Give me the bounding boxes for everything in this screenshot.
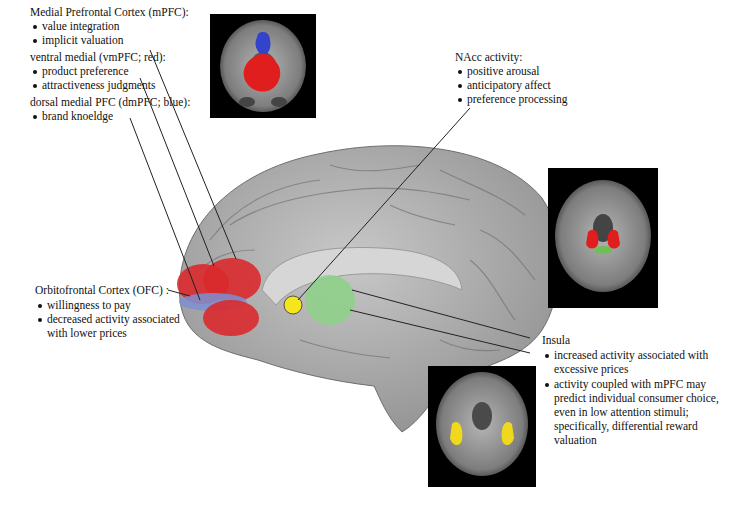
- region-heading: dorsal medial PFC (dmPFC; blue):: [30, 95, 210, 109]
- region-heading: ventral medial (vmPFC; red):: [30, 50, 210, 64]
- coronal-inset-right: [548, 168, 658, 308]
- bullet-dot: [545, 354, 549, 358]
- gyri: [200, 165, 535, 358]
- region-heading: Orbitofrontal Cortex (OFC) :: [35, 283, 195, 297]
- bullet-text: product preference: [42, 64, 202, 78]
- bullet-text: implicit valuation: [42, 33, 192, 47]
- bullet-dot: [33, 39, 37, 43]
- bullet-text: anticipatory affect: [467, 78, 617, 92]
- bullet-text: value integration: [42, 19, 192, 33]
- bullet-dot: [458, 98, 462, 102]
- ofc-region: [203, 300, 259, 336]
- region-heading: Medial Prefrontal Cortex (mPFC):: [30, 5, 210, 19]
- bullet-dot: [33, 84, 37, 88]
- bullet-dot: [33, 25, 37, 29]
- bullet-text: positive arousal: [467, 64, 617, 78]
- region-heading: Insula: [542, 333, 712, 347]
- region-heading: NAcc activity:: [455, 50, 605, 64]
- bullet-text: decreased activity associated with lower…: [47, 312, 187, 340]
- bullet-dot: [33, 70, 37, 74]
- bullet-dot: [458, 70, 462, 74]
- bullet-text: attractiveness judgments: [42, 78, 202, 92]
- bullet-text: preference processing: [467, 92, 617, 106]
- bullet-dot: [458, 84, 462, 88]
- bullet-dot: [545, 383, 549, 387]
- bullet-text: activity coupled with mPFC may predict i…: [554, 377, 726, 447]
- bullet-text: willingness to pay: [47, 298, 187, 312]
- bullet-dot: [38, 318, 42, 322]
- coronal-inset-bottom: [428, 366, 536, 487]
- bullet-dot: [38, 304, 42, 308]
- bullet-dot: [33, 115, 37, 119]
- insula-region: [305, 275, 355, 325]
- bullet-text: increased activity associated with exces…: [554, 348, 726, 376]
- bullet-text: brand knoeldge: [42, 109, 192, 123]
- coronal-inset-top: [210, 14, 316, 118]
